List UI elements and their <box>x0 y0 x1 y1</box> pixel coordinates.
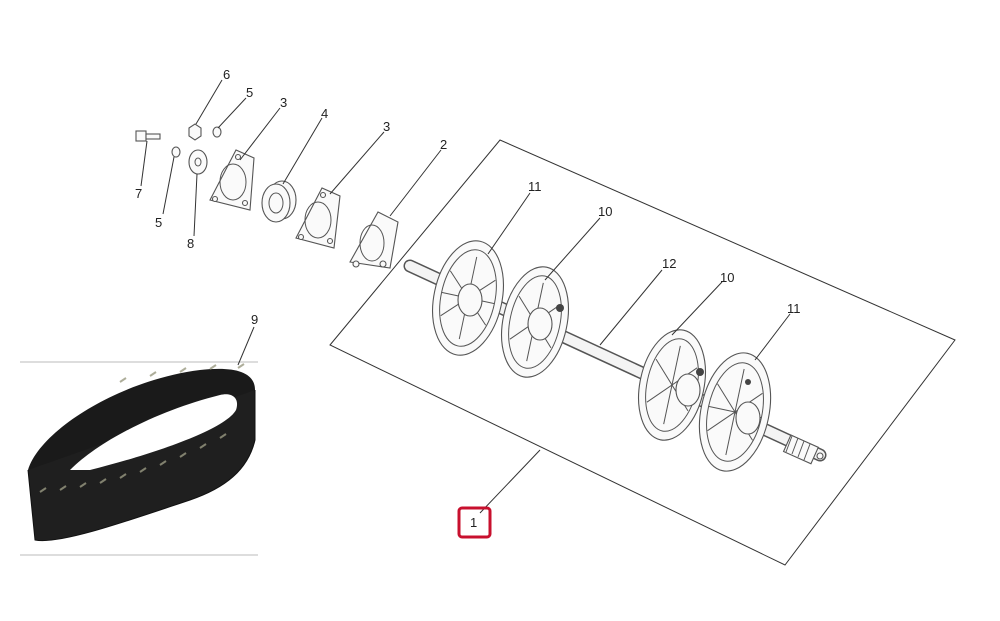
flat-washer <box>188 149 208 175</box>
track-belt <box>20 361 258 556</box>
nut <box>188 123 202 141</box>
sprocket-left-outer <box>432 240 504 356</box>
gasket-left <box>209 149 255 211</box>
sprocket-left-inner <box>501 266 569 378</box>
callout-8: 8 <box>187 236 194 251</box>
lock-washer-lower <box>171 146 181 158</box>
callout-10-left: 10 <box>598 204 612 219</box>
bolt <box>135 130 161 142</box>
leader-lines <box>140 79 791 514</box>
callout-10-right: 10 <box>720 270 734 285</box>
lock-washer-upper <box>212 126 222 138</box>
bearing <box>261 180 297 223</box>
callout-5-upper: 5 <box>246 85 253 100</box>
callout-1: 1 <box>470 515 477 530</box>
callout-3-left: 3 <box>280 95 287 110</box>
sprocket-right-inner <box>638 329 706 441</box>
highlight-box <box>457 506 492 539</box>
assembly-outline <box>329 139 956 566</box>
callout-2: 2 <box>440 137 447 152</box>
callout-3-right: 3 <box>383 119 390 134</box>
flange-plate <box>349 211 399 269</box>
callout-12: 12 <box>662 256 676 271</box>
sprocket-right-outer <box>698 352 772 472</box>
callout-4: 4 <box>321 106 328 121</box>
callout-6: 6 <box>223 67 230 82</box>
callout-7: 7 <box>135 186 142 201</box>
callout-11-right: 11 <box>787 301 801 316</box>
callout-9: 9 <box>251 312 258 327</box>
callout-11-left: 11 <box>528 179 542 194</box>
callout-5-lower: 5 <box>155 215 162 230</box>
gasket-right <box>295 187 341 249</box>
